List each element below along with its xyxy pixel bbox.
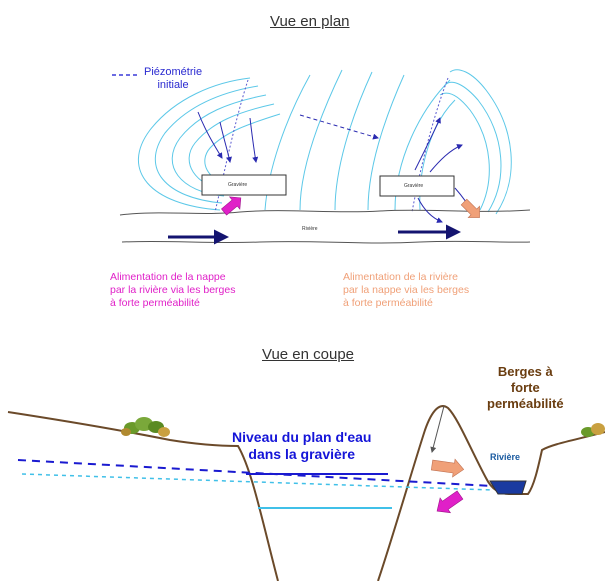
pink-arrow-plan [221, 196, 242, 216]
caption-left-line-3: à forte perméabilité [110, 297, 200, 309]
plan-view-title: Vue en plan [270, 13, 350, 30]
piezometry-dashed-lines [214, 77, 449, 213]
niveau-line-2: dans la gravière [248, 446, 356, 462]
bank-pointer-arrow [430, 405, 445, 453]
vegetation-left [121, 417, 170, 437]
caption-right-line-2: par la nappe via les berges [343, 284, 470, 296]
gravier-right-label: Gravière [404, 183, 424, 189]
caption-left-line-1: Alimentation de la nappe [110, 271, 226, 283]
berges-label: Berges à forte perméabilité [487, 364, 564, 412]
berges-line-3: perméabilité [487, 396, 564, 411]
pink-arrow-section [436, 490, 464, 514]
caption-right-line-3: à forte perméabilité [343, 297, 433, 309]
river-bank-bottom [121, 240, 531, 244]
vegetation-right [581, 423, 605, 437]
river-plan-label: Rivière [302, 226, 318, 232]
river-channel-water [489, 480, 527, 495]
riviere-section-label: Rivière [490, 452, 521, 462]
caption-left: Alimentation de la nappe par la rivière … [110, 271, 235, 310]
berges-line-2: forte [510, 380, 540, 395]
legend-line-1: Piézométrie [144, 66, 203, 78]
berges-line-1: Berges à [497, 364, 553, 379]
river-bank-top [119, 209, 531, 216]
niveau-plan-eau-label: Niveau du plan d'eau dans la gravière [232, 429, 371, 463]
gravier-box-right [379, 175, 455, 197]
gravier-left-label: Gravière [228, 182, 248, 188]
caption-left-line-2: par la rivière via les berges [110, 284, 236, 296]
caption-right-line-1: Alimentation de la rivière [343, 271, 458, 283]
caption-right: Alimentation de la rivière par la nappe … [343, 271, 469, 310]
contour-lines [138, 69, 512, 215]
ground-profile [7, 405, 605, 581]
gravier-box-left [201, 174, 287, 196]
orange-arrow-plan [460, 198, 480, 218]
lowered-water-table-dashed [21, 473, 493, 491]
legend-piezometry-label: Piézométrie initiale [144, 66, 202, 92]
initial-water-table-dashed [17, 459, 493, 487]
regional-flow-dashed-arrow [299, 114, 379, 140]
groundwater-flow-arrows [197, 111, 473, 223]
section-view-title: Vue en coupe [262, 346, 355, 363]
legend-line-2: initiale [157, 79, 189, 91]
niveau-line-1: Niveau du plan d'eau [232, 429, 372, 445]
orange-arrow-section [430, 458, 465, 478]
